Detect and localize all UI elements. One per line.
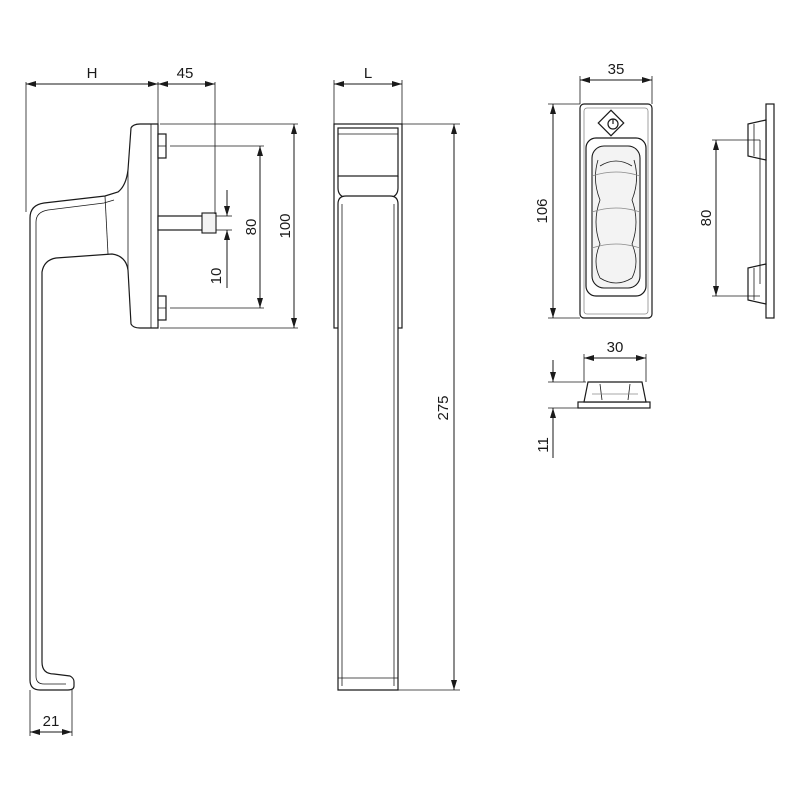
dim-label-275: 275 — [435, 395, 452, 420]
escutcheon-bottom-view — [577, 381, 651, 409]
handle-front-view — [333, 123, 403, 691]
dim-11: 11 — [535, 360, 586, 458]
escutcheon-side-view — [747, 103, 775, 319]
dim-label-35: 35 — [608, 61, 625, 78]
dim-label-30: 30 — [607, 339, 624, 356]
dim-30: 30 — [583, 339, 647, 382]
dim-21: 21 — [29, 690, 73, 736]
dim-label-11: 11 — [535, 437, 552, 453]
dim-label-80: 80 — [243, 219, 260, 236]
dim-label-10: 10 — [208, 268, 225, 285]
dim-label-45: 45 — [177, 65, 194, 82]
dim-label-80-plate: 80 — [698, 210, 715, 227]
dim-h-and-45: H 45 — [25, 65, 216, 214]
handle-side-view — [29, 123, 217, 691]
dim-80-plate: 80 — [698, 139, 760, 297]
dim-label-h: H — [87, 65, 98, 82]
dim-l: L — [333, 65, 403, 124]
dim-label-l: L — [364, 65, 372, 82]
dim-100-base: 100 — [160, 123, 298, 329]
escutcheon-front-view — [579, 103, 653, 319]
dim-106: 106 — [534, 103, 580, 319]
dim-10: 10 — [208, 190, 232, 288]
dim-label-106: 106 — [534, 198, 551, 223]
dim-label-21: 21 — [43, 713, 60, 730]
lock-icon — [597, 109, 625, 137]
dim-35: 35 — [579, 61, 653, 104]
dim-275: 275 — [398, 123, 460, 691]
dim-label-100: 100 — [277, 213, 294, 238]
dim-80-screws: 80 — [170, 145, 264, 309]
